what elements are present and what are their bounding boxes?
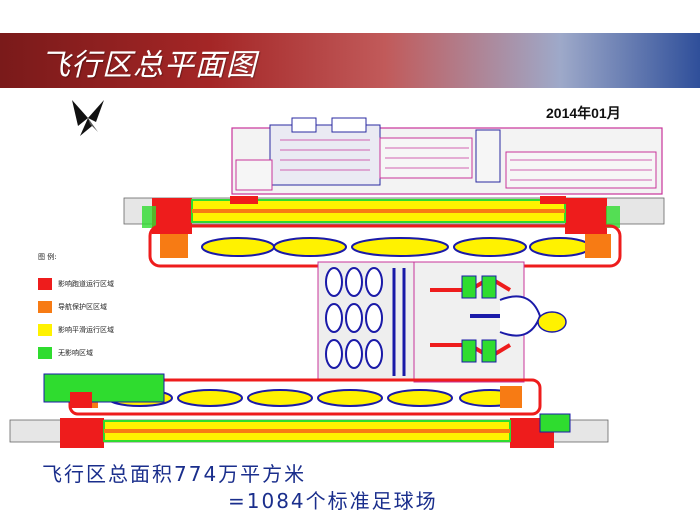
- central-taxiway-grid: [317, 261, 415, 381]
- north-apron-buildings: [231, 117, 663, 195]
- south-runway: [9, 413, 609, 448]
- page-title: 飞行区总平面图: [40, 48, 257, 83]
- legend-swatch: [38, 300, 52, 313]
- legend-item-navaid-protection: 导航保护区区域: [38, 295, 138, 318]
- legend-label: 影响平滑运行区域: [58, 325, 114, 334]
- north-arrow-icon: [72, 100, 104, 136]
- legend-swatch: [38, 346, 52, 359]
- north-taxiway-segments: [148, 224, 622, 268]
- legend-item-no-impact: 无影响区域: [38, 341, 138, 364]
- legend-item-taxi-impact: 影响平滑运行区域: [38, 318, 138, 341]
- legend-label: 无影响区域: [58, 348, 93, 357]
- legend-label: 导航保护区区域: [58, 302, 107, 311]
- map-legend: 图 例: 影响跑道运行区域 导航保护区区域 影响平滑运行区域 无影响区域: [38, 252, 138, 364]
- date-label: 2014年01月: [546, 105, 621, 121]
- area-equivalent-caption: =1084个标准足球场: [228, 489, 438, 513]
- east-terminal-complex: [413, 261, 567, 383]
- north-runway: [123, 196, 665, 234]
- area-caption: 飞行区总面积774万平方米: [42, 462, 307, 486]
- southwest-apron: [43, 373, 165, 408]
- legend-item-runway-impact: 影响跑道运行区域: [38, 272, 138, 295]
- legend-label: 影响跑道运行区域: [58, 279, 114, 288]
- legend-title: 图 例:: [38, 253, 57, 261]
- legend-swatch: [38, 277, 52, 290]
- legend-swatch: [38, 323, 52, 336]
- title-banner: [0, 33, 700, 88]
